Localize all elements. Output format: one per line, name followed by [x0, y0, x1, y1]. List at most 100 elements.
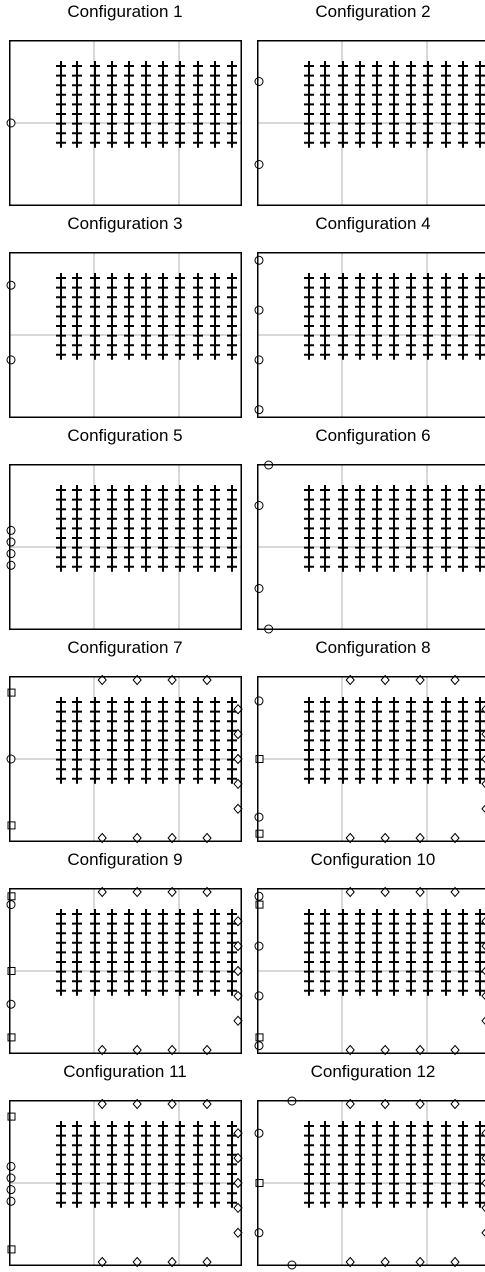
sensor-plus-marker [338, 1130, 348, 1141]
sensor-plus-marker [372, 957, 382, 967]
sensor-plus-marker [227, 697, 237, 707]
sensor-plus-marker [372, 330, 382, 341]
left-square-marker [7, 1033, 16, 1042]
sensor-plus-marker [56, 80, 66, 91]
sensor-plus-marker [338, 928, 348, 939]
sensor-plus-marker [423, 909, 433, 919]
sensor-plus-marker [124, 282, 134, 293]
top-diamond-marker [380, 1098, 390, 1110]
sensor-plus-marker [175, 273, 185, 283]
sensor-plus-marker [227, 735, 237, 746]
sensor-plus-marker [193, 697, 203, 707]
sensor-plus-marker [423, 937, 433, 948]
sensor-plus-marker [389, 773, 399, 784]
sensor-plus-marker [107, 928, 117, 939]
sensor-plus-marker [210, 89, 220, 100]
sensor-plus-marker [389, 552, 399, 563]
configuration-panel: Configuration 5 [6, 424, 242, 634]
sensor-plus-marker [175, 985, 185, 996]
sensor-plus-marker [441, 947, 451, 958]
sensor-plus-marker [320, 128, 330, 139]
sensor-plus-marker [158, 1188, 168, 1199]
sensor-plus-marker [124, 533, 134, 543]
sensor-plus-marker [158, 1130, 168, 1141]
layout-diagram [6, 252, 242, 418]
sensor-plus-marker [107, 504, 117, 515]
sensor-plus-marker [338, 542, 348, 553]
sensor-plus-marker [210, 773, 220, 784]
sensor-plus-marker [475, 909, 485, 919]
sensor-plus-marker [338, 697, 348, 707]
right-diamond-marker [481, 1203, 485, 1213]
sensor-plus-marker [355, 301, 365, 312]
sensor-plus-marker [72, 697, 82, 707]
sensor-plus-marker [90, 494, 100, 505]
left-square-marker [7, 688, 16, 697]
sensor-plus-marker [175, 947, 185, 958]
left-circle-marker [254, 501, 264, 510]
sensor-plus-marker [227, 70, 237, 81]
sensor-plus-marker [441, 928, 451, 939]
sensor-plus-marker [175, 1159, 185, 1170]
sensor-plus-marker [107, 311, 117, 322]
sensor-plus-marker [227, 504, 237, 515]
sensor-plus-marker [158, 504, 168, 515]
sensor-plus-marker [320, 542, 330, 553]
left-square-marker [7, 1245, 16, 1254]
top-diamond-marker [380, 886, 390, 898]
sensor-plus-marker [372, 552, 382, 563]
sensor-plus-marker [406, 706, 416, 717]
sensor-plus-marker [107, 561, 117, 572]
sensor-plus-marker [141, 1159, 151, 1170]
sensor-plus-marker [158, 523, 168, 534]
sensor-plus-marker [458, 137, 468, 148]
sensor-plus-marker [441, 118, 451, 129]
sensor-plus-marker [56, 523, 66, 534]
sensor-plus-marker [141, 330, 151, 341]
left-circle-marker [254, 1041, 264, 1051]
left-square-marker [255, 755, 264, 763]
sensor-plus-marker [141, 273, 151, 283]
sensor-plus-marker [124, 697, 134, 707]
sensor-plus-marker [227, 89, 237, 100]
sensor-plus-marker [175, 976, 185, 987]
sensor-plus-marker [227, 947, 237, 958]
top-diamond-marker [167, 1098, 177, 1110]
sensor-plus-marker [406, 282, 416, 293]
sensor-plus-marker [72, 282, 82, 293]
sensor-plus-marker [320, 928, 330, 939]
configuration-frame [9, 888, 242, 1054]
sensor-plus-marker [107, 745, 117, 755]
sensor-plus-marker [193, 80, 203, 91]
left-circle-marker [254, 405, 264, 415]
sensor-plus-marker [90, 128, 100, 139]
sensor-plus-marker [338, 918, 348, 929]
sensor-plus-marker [175, 292, 185, 303]
sensor-plus-marker [56, 301, 66, 312]
sensor-plus-marker [175, 918, 185, 929]
configuration-panel: Configuration 6 [254, 424, 485, 634]
configuration-panel: Configuration 7 [6, 636, 243, 846]
sensor-plus-marker [372, 725, 382, 736]
sensor-plus-marker [158, 321, 168, 331]
sensor-plus-marker [475, 118, 485, 129]
sensor-plus-marker [372, 985, 382, 996]
sensor-plus-marker [124, 716, 134, 727]
sensor-plus-marker [175, 909, 185, 919]
right-diamond-marker [481, 804, 485, 813]
sensor-plus-marker [355, 504, 365, 515]
sensor-plus-marker [227, 349, 237, 360]
sensor-plus-marker [158, 706, 168, 717]
sensor-plus-marker [56, 706, 66, 717]
sensor-plus-marker [304, 301, 314, 312]
sensor-plus-marker [389, 273, 399, 283]
sensor-plus-marker [475, 918, 485, 929]
sensor-plus-marker [338, 273, 348, 283]
left-circle-marker [6, 537, 16, 547]
sensor-plus-marker [475, 1188, 485, 1199]
sensor-plus-marker [389, 523, 399, 534]
sensor-plus-marker [475, 533, 485, 543]
sensor-plus-marker [389, 118, 399, 129]
sensor-plus-marker [372, 70, 382, 81]
sensor-plus-marker [124, 1140, 134, 1151]
